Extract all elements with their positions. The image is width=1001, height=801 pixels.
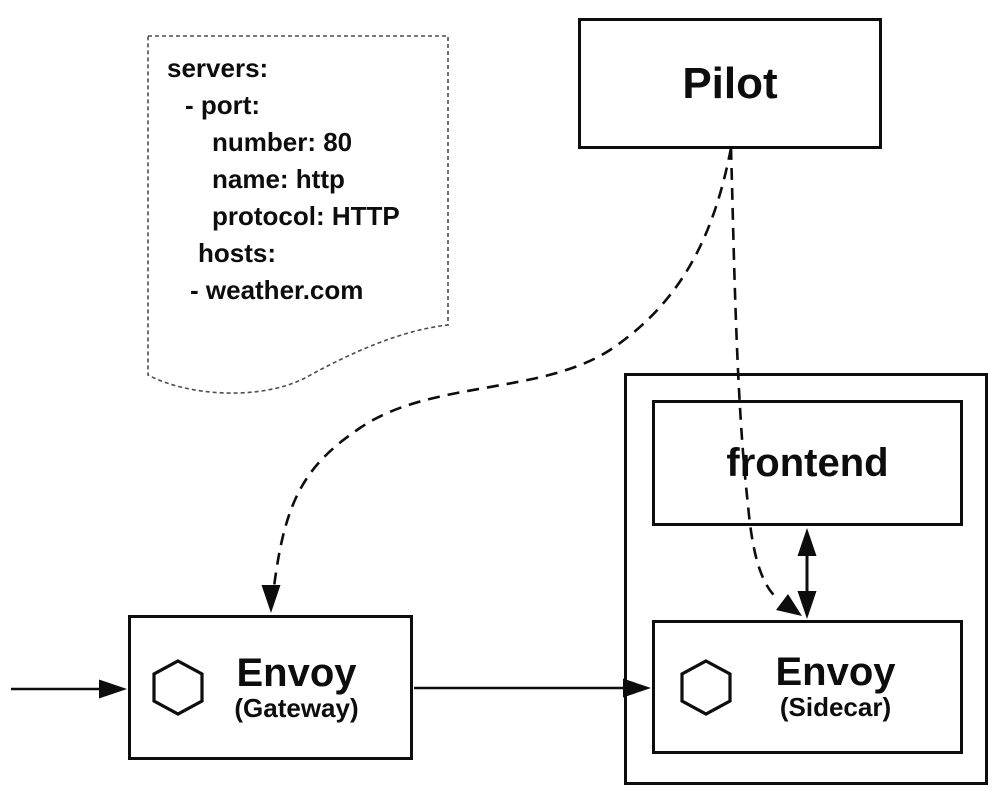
config-line: number: 80: [212, 127, 353, 157]
config-line: hosts:: [198, 238, 276, 268]
ingress-arrow: [11, 679, 127, 699]
sidecar-label: Envoy: [775, 650, 896, 695]
gateway-sublabel: (Gateway): [234, 692, 359, 723]
config-line: servers:: [167, 53, 269, 83]
frontend-label: frontend: [726, 441, 889, 485]
config-line: - port:: [185, 90, 261, 120]
pilot-node: Pilot: [578, 18, 882, 149]
config-line: name: http: [212, 164, 345, 194]
gateway-to-sidecar-arrow: [414, 678, 651, 698]
frontend-node: frontend: [652, 400, 963, 526]
pilot-label: Pilot: [682, 58, 778, 108]
gateway-label: Envoy: [236, 650, 357, 695]
hexagon-icon: [151, 659, 205, 716]
config-line: - weather.com: [190, 275, 364, 305]
envoy-sidecar-node: Envoy (Sidecar): [652, 620, 963, 754]
sidecar-sublabel: (Sidecar): [779, 692, 892, 723]
gateway-config-note: servers: - port: number: 80 name: http p…: [167, 50, 400, 309]
hexagon-icon: [679, 658, 733, 716]
envoy-gateway-node: Envoy (Gateway): [128, 615, 413, 760]
config-line: protocol: HTTP: [212, 201, 400, 231]
